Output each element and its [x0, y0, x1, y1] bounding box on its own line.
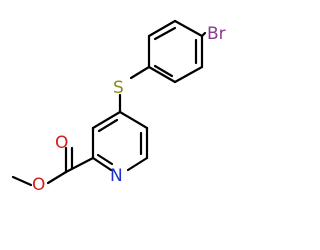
- pyridine-bond-4: [91, 156, 113, 172]
- benzene-double-3: [153, 64, 174, 78]
- molecule-canvas: Br S N O O: [11, 19, 226, 195]
- sulfur-atom-label: S: [113, 78, 124, 98]
- pyridine-bond-3: [126, 156, 149, 172]
- ester-carbon-bond: [64, 156, 95, 174]
- pyridine-double-3: [97, 118, 119, 133]
- structure-diagram: Br S N O O: [11, 19, 226, 195]
- carbonyl-oxygen-label: O: [55, 133, 68, 153]
- bromine-bond: [200, 31, 207, 38]
- sulfur-bond-to-benzene: [129, 65, 151, 80]
- benzene-bond-5: [147, 65, 177, 84]
- benzene-double-1: [153, 26, 177, 41]
- nitrogen-atom-label: N: [110, 166, 123, 186]
- bromine-atom-label: Br: [207, 24, 226, 44]
- benzene-bond-4: [173, 65, 204, 84]
- pyridine-bond-6: [91, 110, 122, 130]
- benzene-bond-2: [173, 19, 204, 38]
- pyridine-bond-1: [118, 110, 149, 130]
- benzene-bond-1: [147, 19, 177, 38]
- ester-oxygen-bond: [46, 170, 68, 185]
- ester-oxygen-label: O: [32, 175, 45, 195]
- methyl-bond: [11, 175, 33, 187]
- pyridine-double-2: [96, 153, 114, 166]
